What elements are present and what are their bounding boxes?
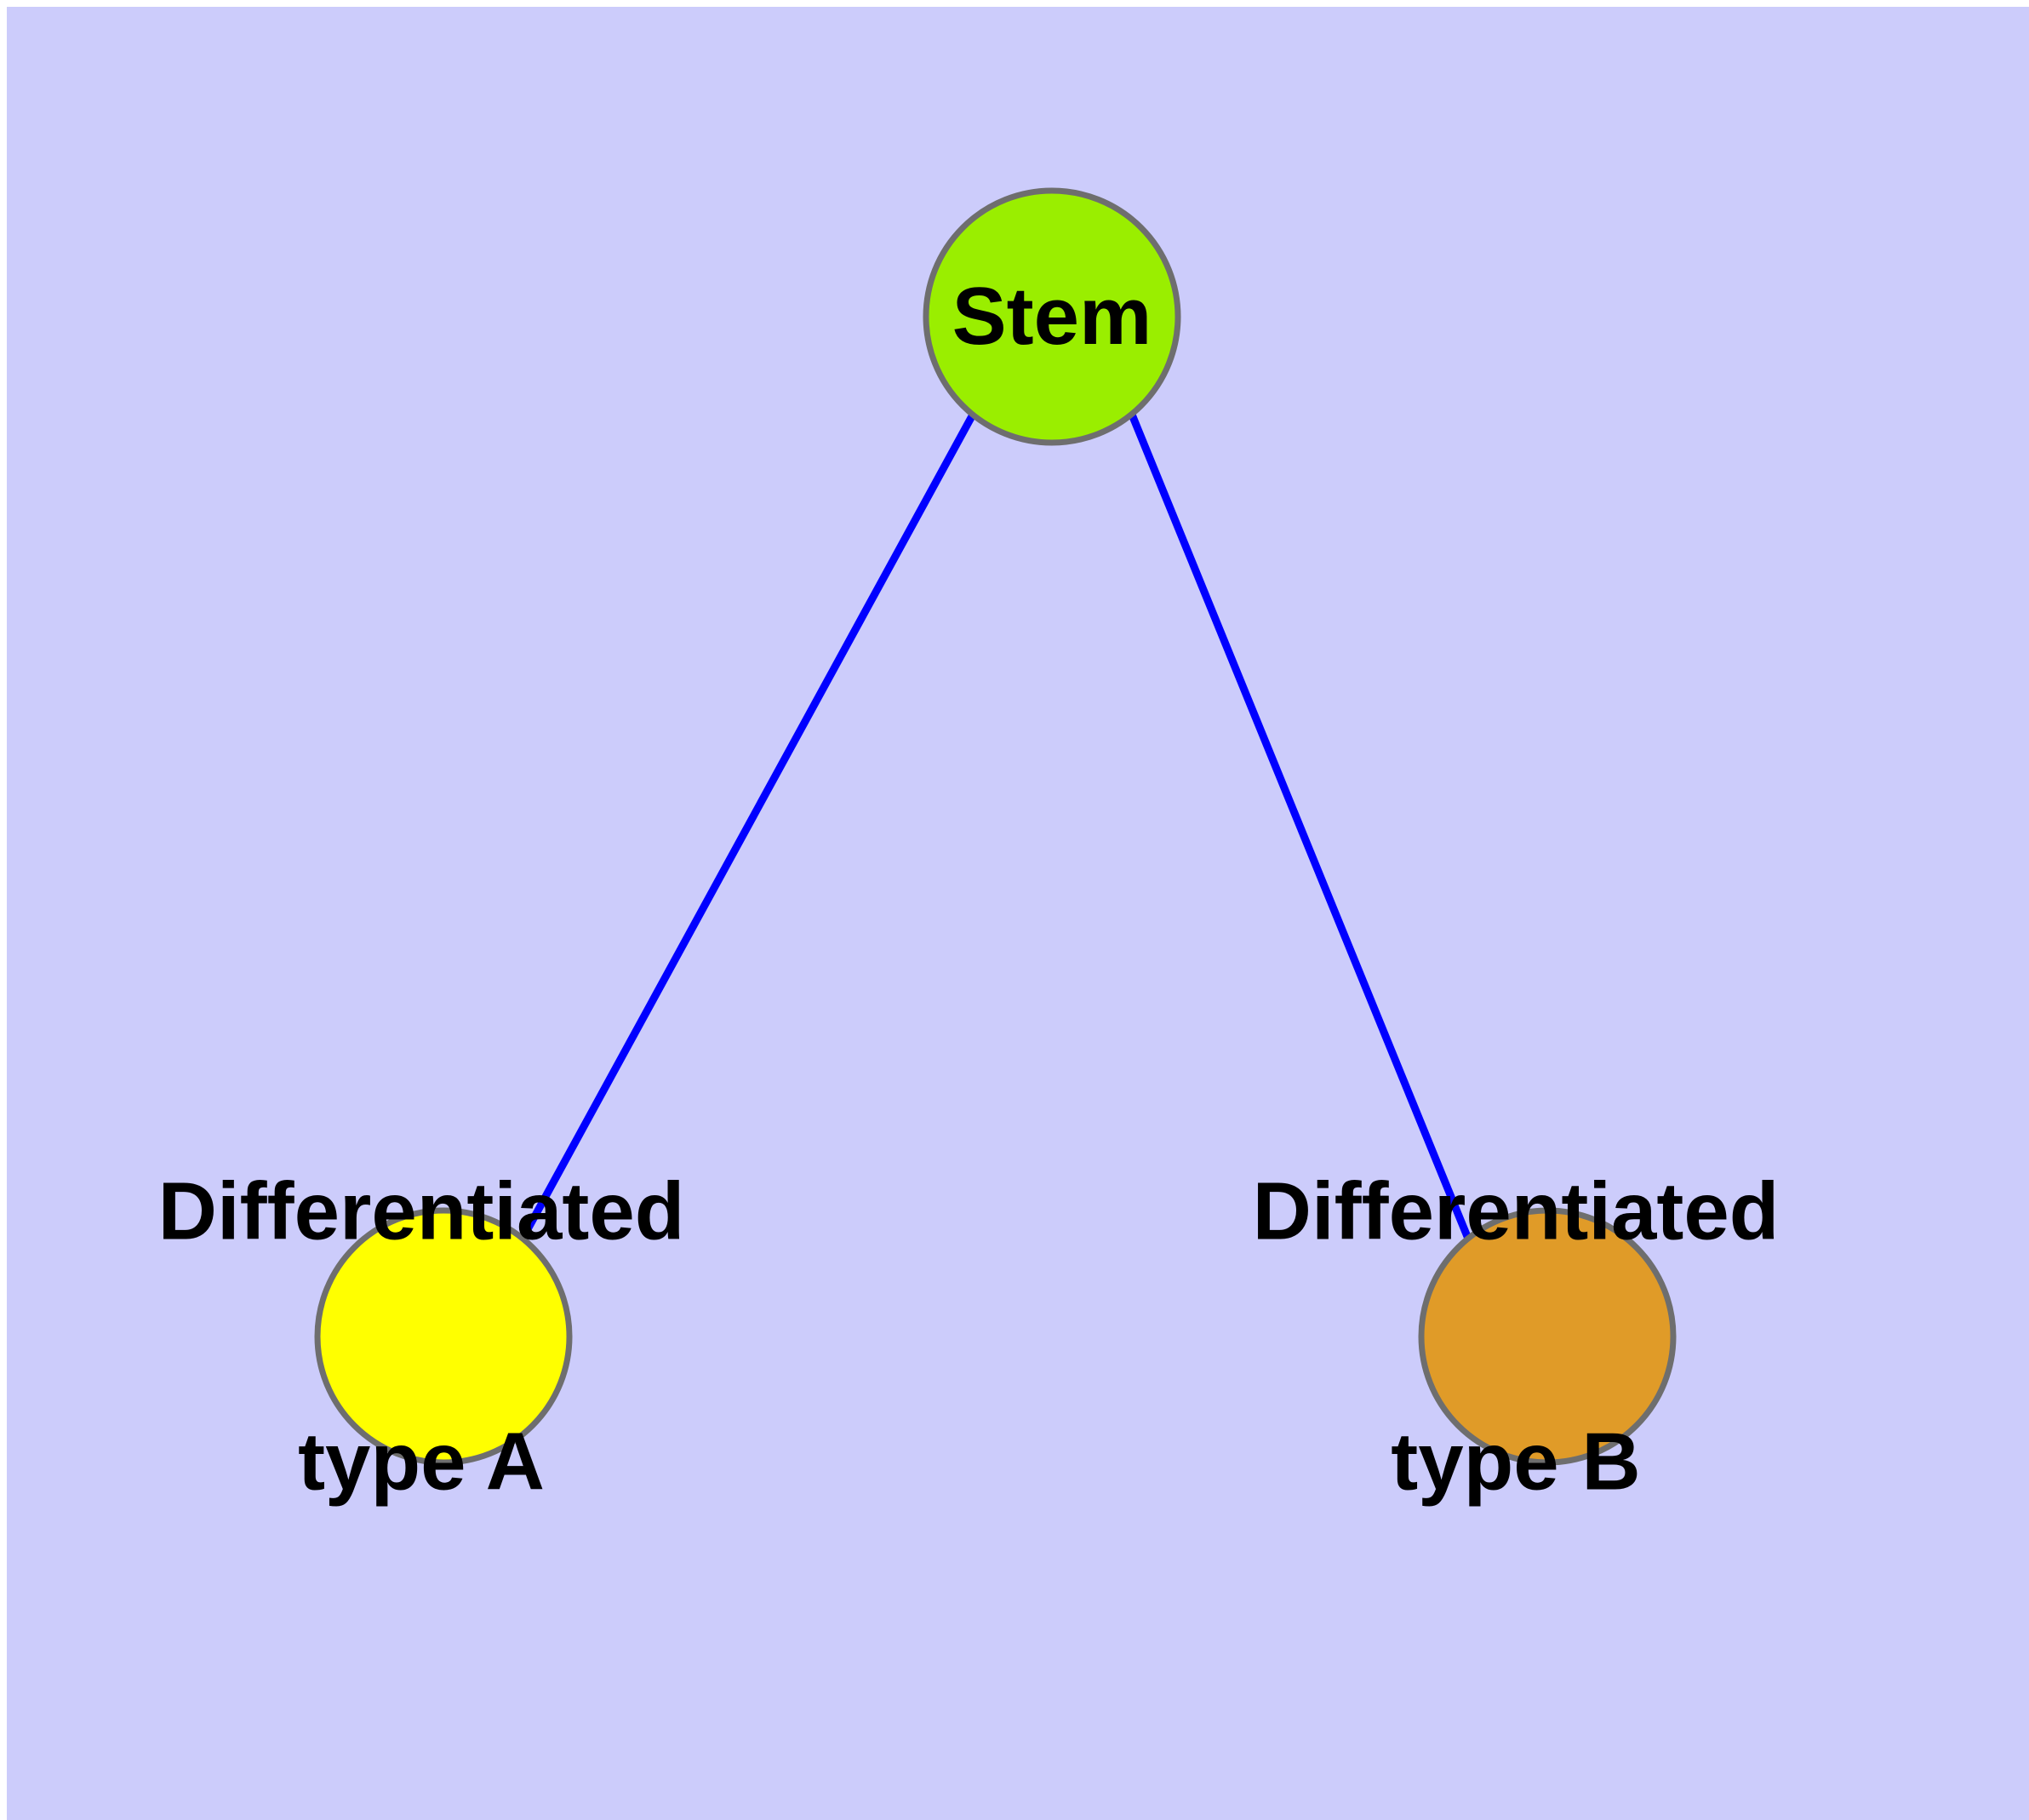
- node-differentiated-type-a[interactable]: [314, 1207, 573, 1466]
- node-stem[interactable]: [923, 187, 1181, 446]
- edge-stem-to-diff-a[interactable]: [519, 412, 976, 1241]
- edge-stem-to-diff-b[interactable]: [1128, 413, 1472, 1240]
- diagram-plot-area: Stem Differentiated type A Differentiate…: [7, 7, 2029, 1820]
- node-differentiated-type-b[interactable]: [1418, 1207, 1677, 1466]
- graph-svg: [314, 187, 1677, 1466]
- edges-layer: [519, 412, 1472, 1241]
- nodes-layer: [314, 187, 1677, 1466]
